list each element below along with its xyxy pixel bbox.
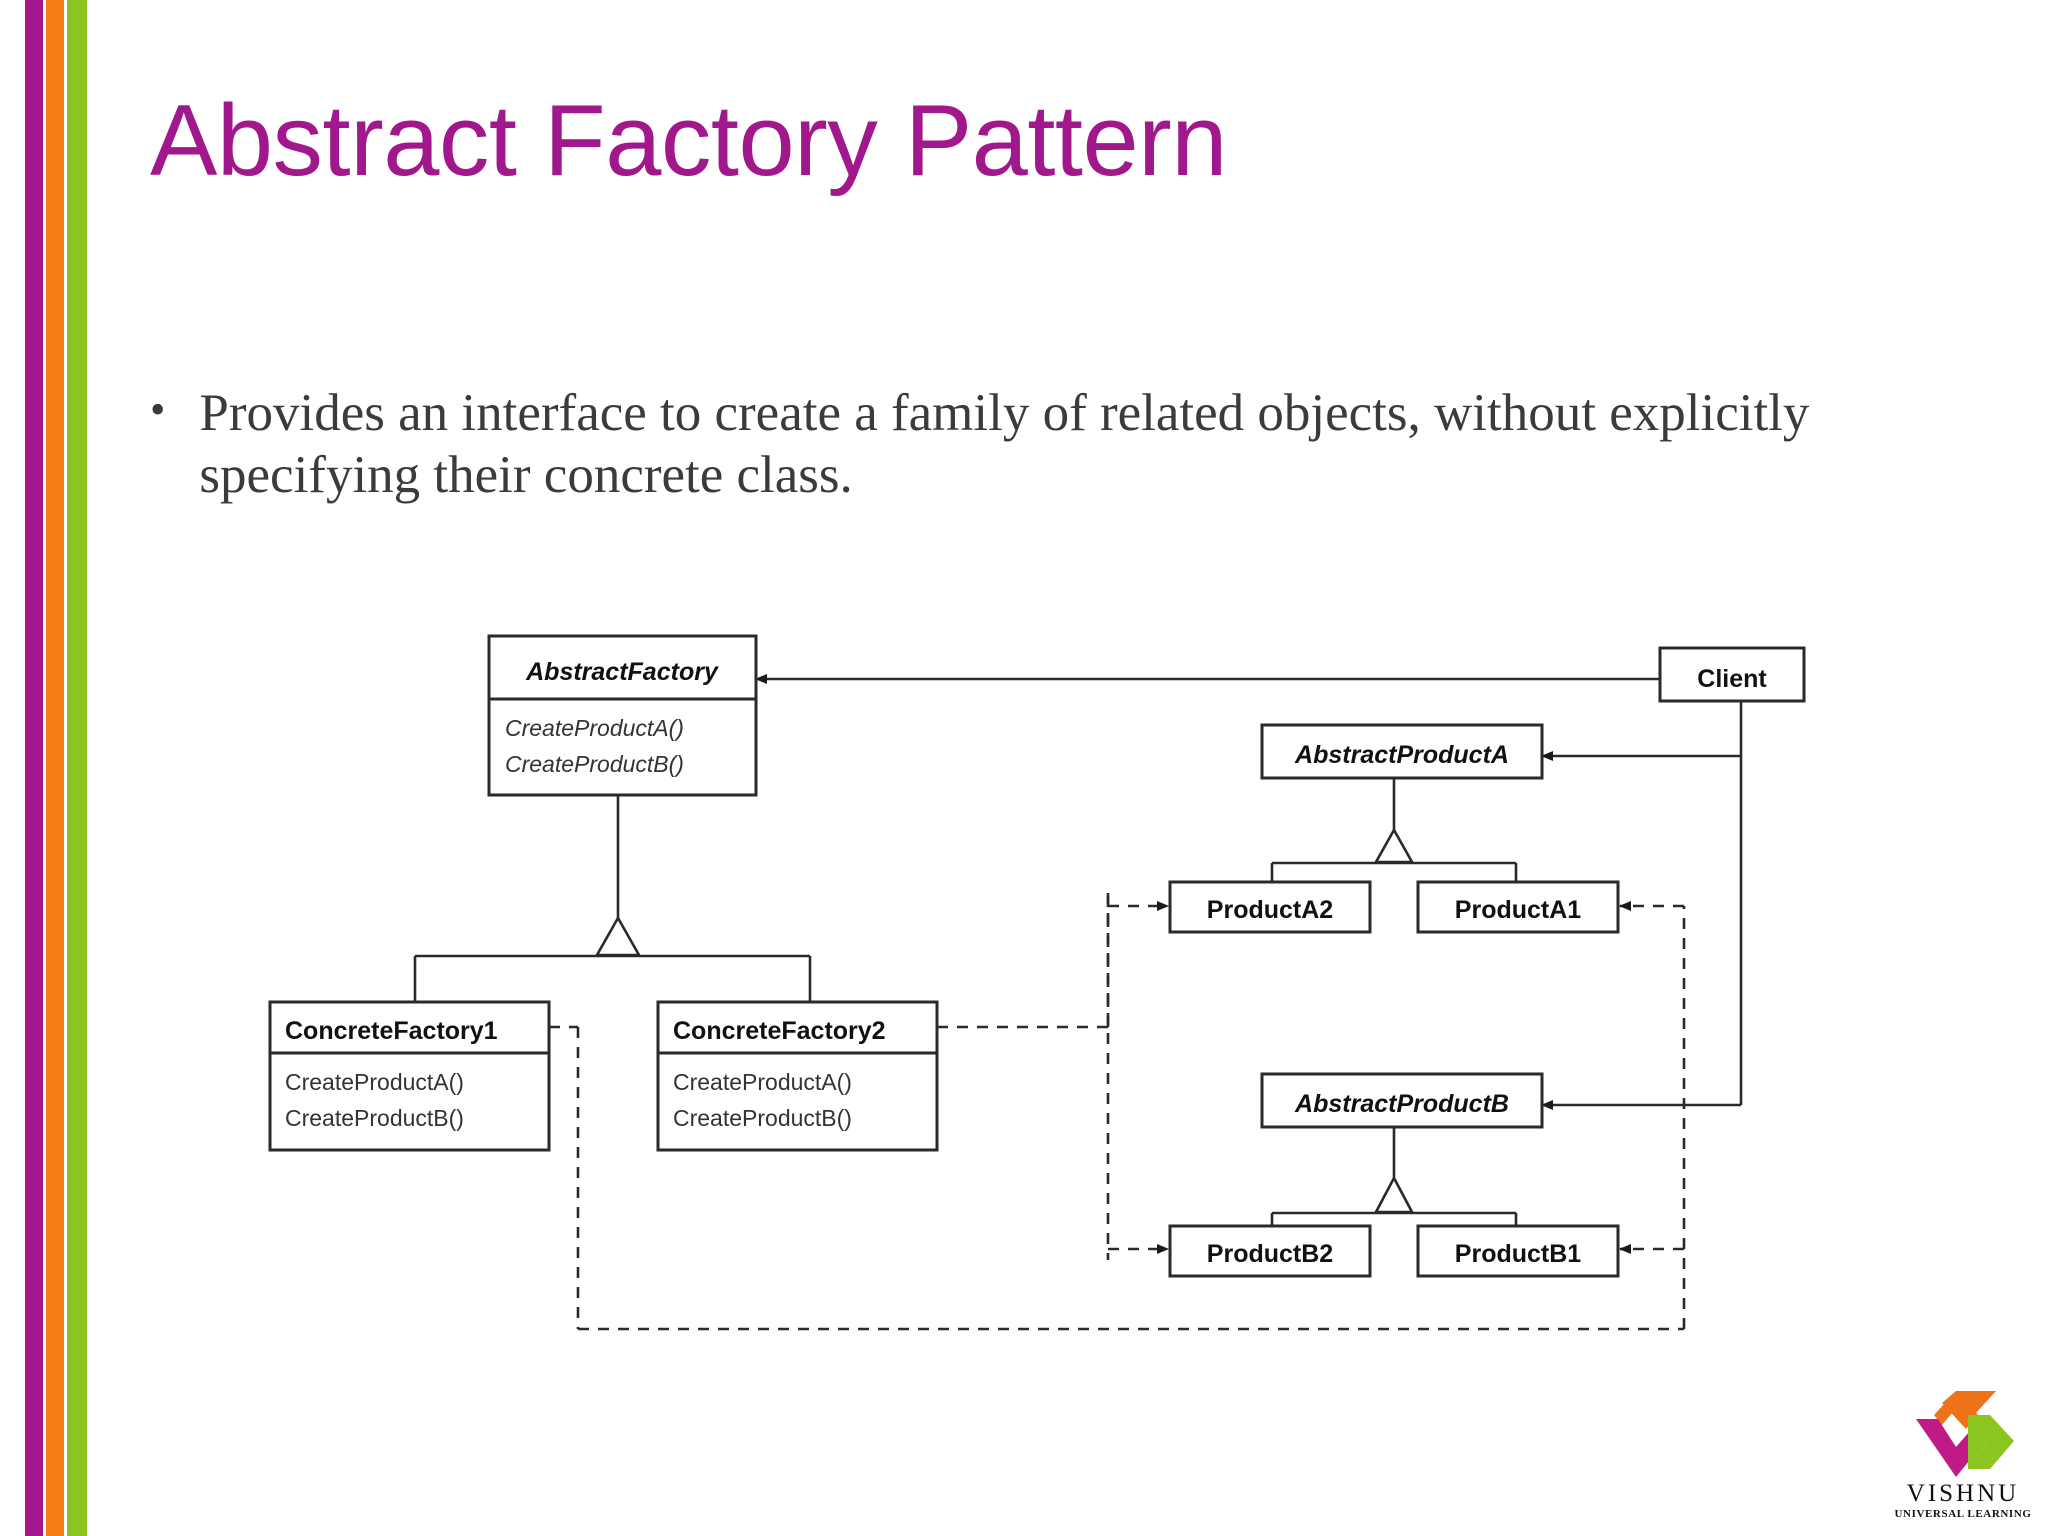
logo-wordmark: VISHNU (1906, 1480, 2020, 1507)
logo-tagline: UNIVERSAL LEARNING (1894, 1508, 2032, 1520)
svg-text:AbstractProductA: AbstractProductA (1294, 741, 1509, 769)
stripe-orange (46, 0, 64, 1536)
left-accent-stripes (0, 0, 100, 1536)
svg-text:CreateProductA(): CreateProductA() (505, 715, 684, 741)
vishnu-logo-mark-icon (1908, 1385, 2020, 1481)
uml-class-concrete-factory-2: ConcreteFactory2 CreateProductA() Create… (656, 1000, 939, 1152)
svg-text:Client: Client (1697, 665, 1767, 693)
svg-text:CreateProductB(): CreateProductB() (505, 751, 684, 777)
svg-text:CreateProductA(): CreateProductA() (673, 1069, 852, 1095)
svg-text:AbstractFactory: AbstractFactory (525, 658, 719, 686)
bullet-list-item: • Provides an interface to create a fami… (150, 382, 1910, 506)
svg-text:ProductA1: ProductA1 (1455, 896, 1582, 924)
svg-text:CreateProductB(): CreateProductB() (673, 1105, 852, 1131)
svg-text:CreateProductB(): CreateProductB() (285, 1105, 464, 1131)
uml-class-product-b1: ProductB1 (1416, 1224, 1620, 1278)
stripe-purple (25, 0, 43, 1536)
uml-class-product-a2: ProductA2 (1168, 880, 1372, 934)
bullet-text: Provides an interface to create a family… (199, 384, 1810, 504)
svg-text:ConcreteFactory1: ConcreteFactory1 (285, 1017, 498, 1045)
stripe-green (67, 0, 87, 1536)
uml-class-abstract-factory: AbstractFactory CreateProductA() CreateP… (487, 634, 758, 797)
svg-text:AbstractProductB: AbstractProductB (1294, 1090, 1509, 1118)
uml-class-abstract-product-a: AbstractProductA (1260, 723, 1544, 780)
svg-text:CreateProductA(): CreateProductA() (285, 1069, 464, 1095)
uml-class-product-b2: ProductB2 (1168, 1224, 1372, 1278)
svg-text:ConcreteFactory2: ConcreteFactory2 (673, 1017, 886, 1045)
svg-text:ProductB2: ProductB2 (1207, 1240, 1333, 1268)
uml-class-abstract-product-b: AbstractProductB (1260, 1072, 1544, 1129)
uml-class-concrete-factory-1: ConcreteFactory1 CreateProductA() Create… (268, 1000, 551, 1152)
svg-text:ProductA2: ProductA2 (1207, 896, 1333, 924)
svg-text:ProductB1: ProductB1 (1455, 1240, 1582, 1268)
vishnu-logo: VISHNU UNIVERSAL LEARNING (1888, 1385, 2038, 1531)
slide-title: Abstract Factory Pattern (150, 85, 1227, 197)
bullet-marker-icon: • (150, 385, 166, 434)
uml-class-product-a1: ProductA1 (1416, 880, 1620, 934)
uml-class-client: Client (1658, 646, 1806, 703)
